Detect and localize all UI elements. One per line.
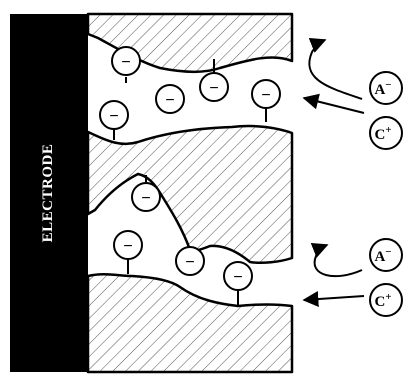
cation-attracted-arrow <box>302 93 365 114</box>
cation: C+ <box>369 116 403 150</box>
anion-symbol: A <box>374 82 385 98</box>
charge-minus: − <box>141 190 150 207</box>
lower-ions: A− C+ <box>302 238 403 317</box>
surface-charge: − <box>131 175 161 212</box>
anion-charge: − <box>385 79 391 91</box>
electrode-bar <box>10 14 88 372</box>
cation-charge: + <box>385 124 391 136</box>
cation-charge: + <box>385 291 391 303</box>
charge-minus: − <box>209 80 218 97</box>
anion: A− <box>369 238 403 272</box>
anion-charge: − <box>385 246 391 258</box>
surface-charge: − <box>99 100 129 140</box>
charge-minus: − <box>165 92 174 109</box>
anion-repelled-arrow <box>308 37 363 100</box>
electrode-label: ELECTRODE <box>40 144 56 243</box>
charge-minus: − <box>109 108 118 125</box>
surface-charge: − <box>111 46 141 83</box>
surface-charge: − <box>223 261 253 305</box>
upper-pore-charges: − − − − − <box>99 46 281 140</box>
carbon-middle-block <box>86 124 294 265</box>
surface-charge: − <box>155 84 185 114</box>
anion: A− <box>369 71 403 105</box>
anion-symbol: A <box>374 249 385 265</box>
surface-charge: − <box>251 79 281 122</box>
surface-charge: − <box>175 246 205 276</box>
lower-pore-charges: − − − − <box>113 175 253 305</box>
anion-repelled-arrow <box>310 242 363 278</box>
cation: C+ <box>369 283 403 317</box>
cation-attracted-arrow <box>302 291 365 308</box>
svg-text:A−: A− <box>374 79 391 98</box>
charge-minus: − <box>121 54 130 71</box>
svg-text:C+: C+ <box>374 291 391 310</box>
charge-minus: − <box>261 87 270 104</box>
charge-minus: − <box>123 238 132 255</box>
upper-ions: A− C+ <box>302 37 403 150</box>
cation-symbol: C <box>374 294 385 310</box>
surface-charge: − <box>199 59 229 102</box>
cation-symbol: C <box>374 127 385 143</box>
carbon-bottom-block <box>86 272 294 374</box>
surface-charge: − <box>113 230 143 274</box>
svg-text:C+: C+ <box>374 124 391 143</box>
svg-text:A−: A− <box>374 246 391 265</box>
charge-minus: − <box>185 254 194 271</box>
charge-minus: − <box>233 269 242 286</box>
